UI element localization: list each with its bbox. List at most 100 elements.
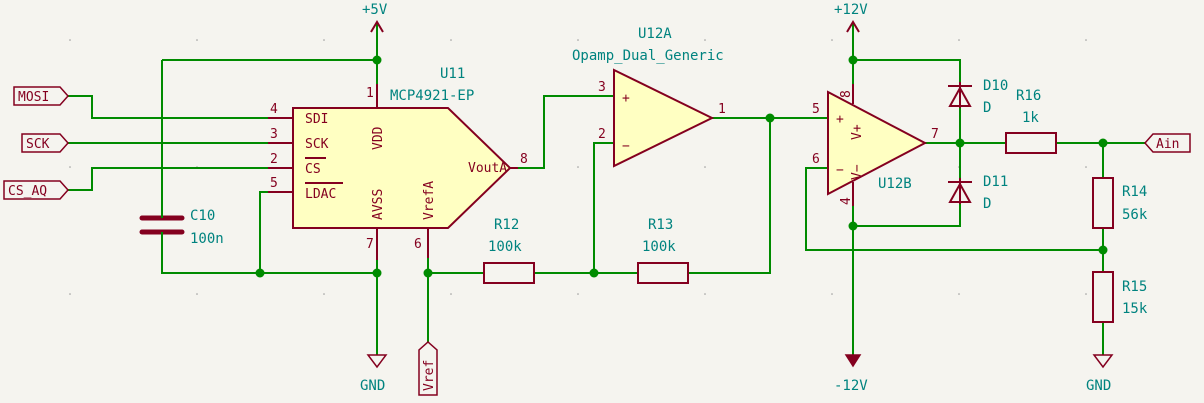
r12-value: 100k: [488, 239, 522, 255]
grid-dot: [450, 293, 452, 295]
dac-u11[interactable]: U11 MCP4921-EP SDI SCK CS LDAC VoutA VDD…: [268, 66, 528, 260]
power-neg12v-symbol[interactable]: -12V: [834, 354, 868, 394]
opamp-minus-sign: −: [622, 139, 630, 154]
grid-dot: [69, 293, 71, 295]
u12b-ref: U12B: [878, 176, 912, 192]
resistor-r13[interactable]: R13 100k: [637, 217, 689, 284]
grid-dot: [577, 39, 579, 41]
r16-ref: R16: [1016, 88, 1041, 104]
grid-dot: [704, 39, 706, 41]
label-vref-text: Vref: [422, 360, 437, 391]
pin-number: 1: [718, 102, 726, 117]
power-12v-symbol[interactable]: +12V: [834, 2, 868, 33]
u11-pin-avss: AVSS: [371, 189, 386, 220]
pin-number: 1: [366, 86, 374, 101]
opamp-u12a[interactable]: + − U12A Opamp_Dual_Generic 3 2 1: [572, 26, 726, 168]
power-label: -12V: [834, 378, 868, 394]
resistor-r12[interactable]: R12 100k: [483, 217, 535, 284]
gnd-symbol-left[interactable]: GND: [360, 354, 388, 394]
pin-number: 3: [270, 127, 278, 142]
pin-number: 4: [270, 102, 278, 117]
grid-dot: [704, 166, 706, 168]
grid-dot: [323, 39, 325, 41]
opamp-vminus: V−: [850, 164, 865, 180]
pin-number: 5: [812, 102, 820, 117]
resistor-r14[interactable]: R14 56k: [1092, 177, 1148, 229]
r16-value: 1k: [1022, 110, 1039, 126]
u11-pin-vrefa: VrefA: [422, 181, 437, 220]
u11-pin-sck: SCK: [305, 137, 329, 152]
junctions: [255, 55, 1108, 278]
u11-ref: U11: [440, 66, 465, 82]
u11-pin-vouta: VoutA: [468, 161, 507, 176]
opamp-plus-sign: +: [836, 112, 844, 127]
grid-dot: [831, 293, 833, 295]
capacitor-c10[interactable]: C10 100n: [139, 208, 224, 247]
grid-dot: [69, 39, 71, 41]
power-label: GND: [360, 378, 385, 394]
r13-ref: R13: [648, 217, 673, 233]
wires: [68, 24, 1145, 355]
pin-number: 2: [598, 127, 606, 142]
pin-number: 8: [520, 152, 528, 167]
r15-value: 15k: [1122, 301, 1148, 317]
resistor-r15[interactable]: R15 15k: [1092, 271, 1148, 323]
label-mosi-text: MOSI: [18, 90, 49, 105]
power-5v-symbol[interactable]: +5V: [362, 2, 388, 33]
grid-dot: [196, 39, 198, 41]
grid-dot: [577, 166, 579, 168]
u11-pin-ldac: LDAC: [305, 187, 336, 202]
opamp-u12b[interactable]: + − V+ V− U12B 5 6 7 8 4: [812, 84, 939, 206]
grid-dot: [323, 293, 325, 295]
pin-number: 6: [812, 152, 820, 167]
label-ain[interactable]: Ain: [1143, 133, 1191, 153]
d11-value: D: [983, 196, 991, 212]
u11-pin-sdi: SDI: [305, 112, 328, 127]
d11-ref: D11: [983, 174, 1008, 190]
power-label: GND: [1086, 378, 1111, 394]
grid-dot: [69, 166, 71, 168]
diode-d11[interactable]: D11 D: [948, 174, 1008, 212]
diode-d10[interactable]: D10 D: [948, 78, 1008, 116]
r12-ref: R12: [494, 217, 519, 233]
resistor-r16[interactable]: R16 1k: [1005, 88, 1057, 154]
opamp-plus-sign: +: [622, 91, 630, 106]
grid-dot: [450, 39, 452, 41]
pin-number: 6: [414, 237, 422, 252]
grid-dot: [958, 293, 960, 295]
c10-ref: C10: [190, 208, 215, 224]
grid-dot: [958, 39, 960, 41]
pin-number: 2: [270, 152, 278, 167]
pin-number: 8: [839, 90, 854, 98]
label-ain-text: Ain: [1156, 137, 1179, 152]
pin-number: 7: [931, 127, 939, 142]
opamp-vplus: V+: [850, 124, 865, 140]
label-mosi[interactable]: MOSI: [13, 86, 70, 106]
c10-value: 100n: [190, 231, 224, 247]
power-label: +5V: [362, 2, 388, 18]
r14-ref: R14: [1122, 184, 1147, 200]
label-cs-aq-text: CS_AQ: [8, 184, 47, 199]
label-cs-aq[interactable]: CS_AQ: [3, 180, 70, 200]
u12a-value: Opamp_Dual_Generic: [572, 48, 724, 64]
label-sck-text: SCK: [26, 137, 50, 152]
grid-dot: [1085, 293, 1087, 295]
u11-value: MCP4921-EP: [390, 88, 474, 104]
grid-dot: [196, 293, 198, 295]
grid-dot: [1085, 39, 1087, 41]
gnd-symbol-right[interactable]: GND: [1086, 354, 1114, 394]
r14-value: 56k: [1122, 207, 1148, 223]
label-vref[interactable]: Vref: [418, 340, 438, 396]
grid-dot: [704, 293, 706, 295]
power-label: +12V: [834, 2, 868, 18]
u11-pin-vdd: VDD: [371, 126, 386, 150]
label-sck[interactable]: SCK: [21, 133, 70, 153]
grid-dot: [831, 39, 833, 41]
r13-value: 100k: [642, 239, 676, 255]
pin-number: 7: [366, 237, 374, 252]
pin-number: 5: [270, 176, 278, 191]
u12a-ref: U12A: [638, 26, 672, 42]
pin-number: 3: [598, 80, 606, 95]
pin-number: 4: [839, 197, 854, 205]
